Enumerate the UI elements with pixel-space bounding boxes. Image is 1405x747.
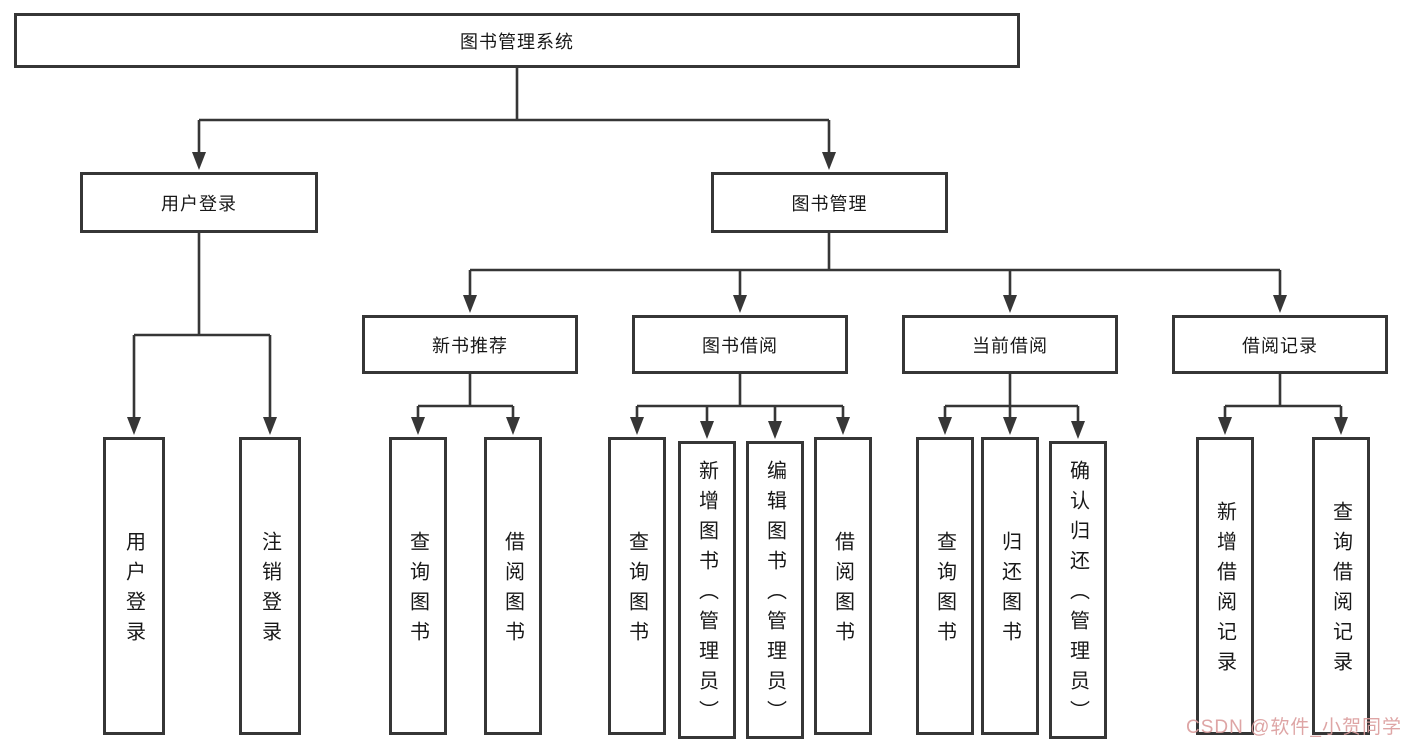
leaf-query-books-borrow: 查询图书 — [608, 437, 666, 735]
leaf-return-books: 归还图书 — [981, 437, 1039, 735]
node-current-borrowing: 当前借阅 — [902, 315, 1118, 374]
node-user-login: 用户登录 — [80, 172, 318, 233]
node-label: 图书管理 — [791, 193, 868, 214]
leaf-borrow-books-recommend: 借阅图书 — [484, 437, 542, 735]
leaf-query-borrow-record: 查询借阅记录 — [1312, 437, 1370, 735]
node-label: 查询借阅记录 — [1329, 501, 1352, 681]
node-label: 查询图书 — [933, 531, 956, 651]
node-label: 当前借阅 — [972, 335, 1048, 356]
node-label: 图书借阅 — [702, 335, 778, 356]
node-label: 用户登录 — [161, 193, 237, 214]
leaf-user-login: 用户登录 — [103, 437, 165, 735]
node-label: 新增图书（管理员） — [695, 460, 718, 730]
node-label: 查询图书 — [406, 531, 429, 651]
leaf-query-books-current: 查询图书 — [916, 437, 974, 735]
node-label: 新增借阅记录 — [1213, 501, 1236, 681]
node-book-borrowing: 图书借阅 — [632, 315, 848, 374]
node-label: 借阅记录 — [1242, 335, 1318, 356]
leaf-add-borrow-record: 新增借阅记录 — [1196, 437, 1254, 735]
node-borrowing-records: 借阅记录 — [1172, 315, 1388, 374]
leaf-confirm-return-admin: 确认归还（管理员） — [1049, 441, 1107, 739]
node-label: 用户登录 — [122, 531, 145, 651]
node-label: 注销登录 — [258, 531, 281, 651]
node-label: 借阅图书 — [501, 531, 524, 651]
node-label: 确认归还（管理员） — [1066, 460, 1089, 730]
leaf-logout: 注销登录 — [239, 437, 301, 735]
csdn-watermark: CSDN @软件_小贺同学 — [1186, 717, 1402, 738]
node-label: 归还图书 — [998, 531, 1021, 651]
node-library-management-system: 图书管理系统 — [14, 13, 1020, 68]
node-label: 编辑图书（管理员） — [763, 460, 786, 730]
node-label: 借阅图书 — [831, 531, 854, 651]
leaf-borrow-books: 借阅图书 — [814, 437, 872, 735]
node-label: 新书推荐 — [432, 335, 508, 356]
node-new-book-recommendation: 新书推荐 — [362, 315, 578, 374]
node-book-management: 图书管理 — [711, 172, 948, 233]
leaf-query-books-recommend: 查询图书 — [389, 437, 447, 735]
leaf-add-books-admin: 新增图书（管理员） — [678, 441, 736, 739]
node-label: 图书管理系统 — [460, 31, 574, 52]
node-label: 查询图书 — [625, 531, 648, 651]
leaf-edit-books-admin: 编辑图书（管理员） — [746, 441, 804, 739]
